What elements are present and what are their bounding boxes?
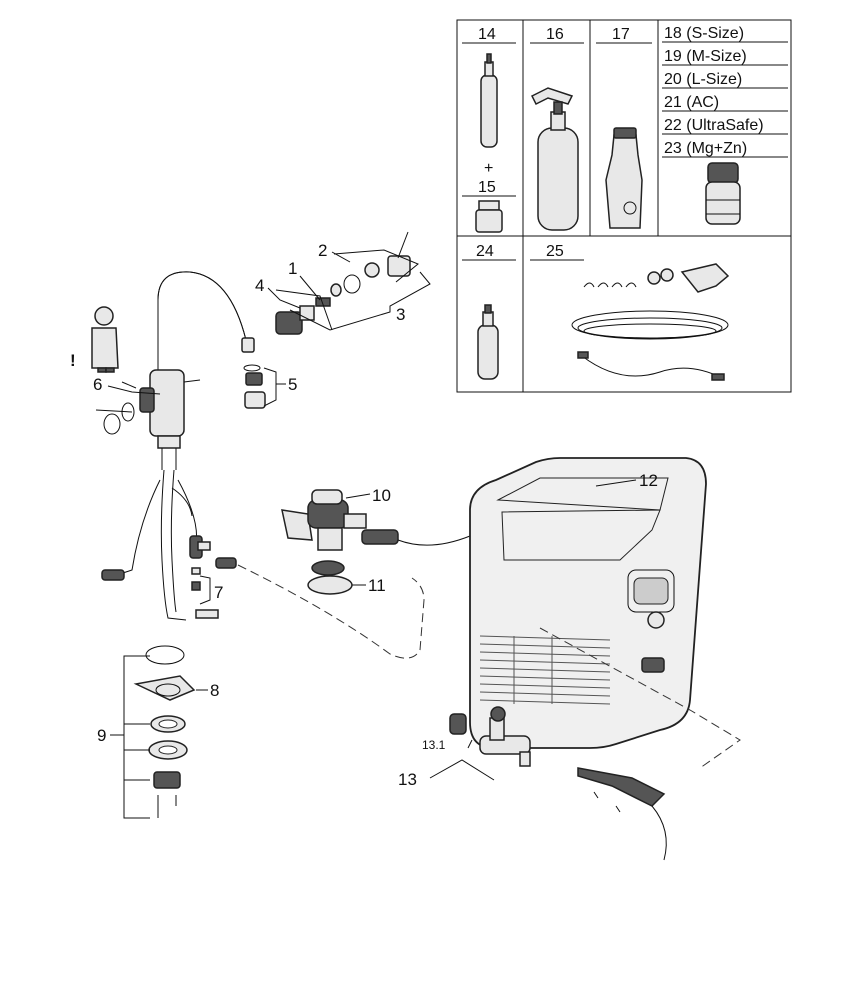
t-valve-hoses — [101, 535, 237, 619]
callout-8: 8 — [210, 681, 219, 700]
table-label-19: 19 (M-Size) — [664, 48, 747, 65]
connection-hoses — [237, 535, 471, 659]
callout-7: 7 — [214, 583, 223, 602]
chiller-unit — [469, 457, 741, 769]
callout-1: 1 — [288, 259, 297, 278]
callout-13: 13 — [398, 770, 417, 789]
table-label-15: 15 — [478, 179, 496, 196]
seal-rings — [103, 402, 135, 435]
table-label-24: 24 — [476, 243, 494, 260]
co2-cylinder-large — [530, 87, 579, 231]
table-label-18: 18 (S-Size) — [664, 25, 744, 42]
callout-3: 3 — [396, 305, 405, 324]
callout-6: 6 — [93, 375, 102, 394]
glass-bottle — [605, 127, 643, 229]
table-label-21: 21 (AC) — [664, 94, 719, 111]
filter-cartridge — [705, 162, 741, 225]
table-label-22: 22 (UltraSafe) — [664, 117, 764, 134]
table-label-17: 17 — [612, 26, 630, 43]
callout-11: 11 — [368, 576, 386, 595]
mounting-bracket — [577, 767, 667, 861]
callout-2: 2 — [318, 241, 327, 260]
filter-head — [281, 489, 399, 595]
adapter-fitting — [475, 200, 503, 233]
callout-9: 9 — [97, 726, 106, 745]
callout-5: 5 — [288, 375, 297, 394]
warning-mark: ! — [70, 351, 76, 370]
callout-13-1: 13.1 — [422, 738, 446, 752]
table-label-23: 23 (Mg+Zn) — [664, 140, 747, 157]
table-label-14: 14 — [478, 26, 496, 43]
angle-valve — [449, 706, 531, 767]
co2-cylinder-small — [480, 53, 498, 148]
table-label-plus: + — [484, 160, 493, 177]
table-label-25: 25 — [546, 243, 564, 260]
handle-parts — [275, 231, 411, 335]
table-label-20: 20 (L-Size) — [664, 71, 742, 88]
callout-4: 4 — [255, 276, 264, 295]
accessory-table: 14 + 15 16 17 18 (S-Size) 19 (M-Size) 20… — [456, 19, 792, 393]
callout-12: 12 — [639, 471, 658, 490]
hose-clip-kit — [571, 263, 730, 381]
callout-labels: 1 2 3 4 5 6 7 8 9 10 11 12 13 13.1 — [93, 241, 658, 789]
callout-10: 10 — [372, 486, 391, 505]
aerator-parts — [243, 364, 266, 409]
warning-worker-icon: ! — [70, 306, 119, 373]
faucet-body — [107, 271, 255, 621]
leader-lines — [95, 249, 637, 819]
table-label-16: 16 — [546, 26, 564, 43]
small-co2-bottle — [477, 304, 499, 380]
mounting-kit — [133, 645, 196, 818]
